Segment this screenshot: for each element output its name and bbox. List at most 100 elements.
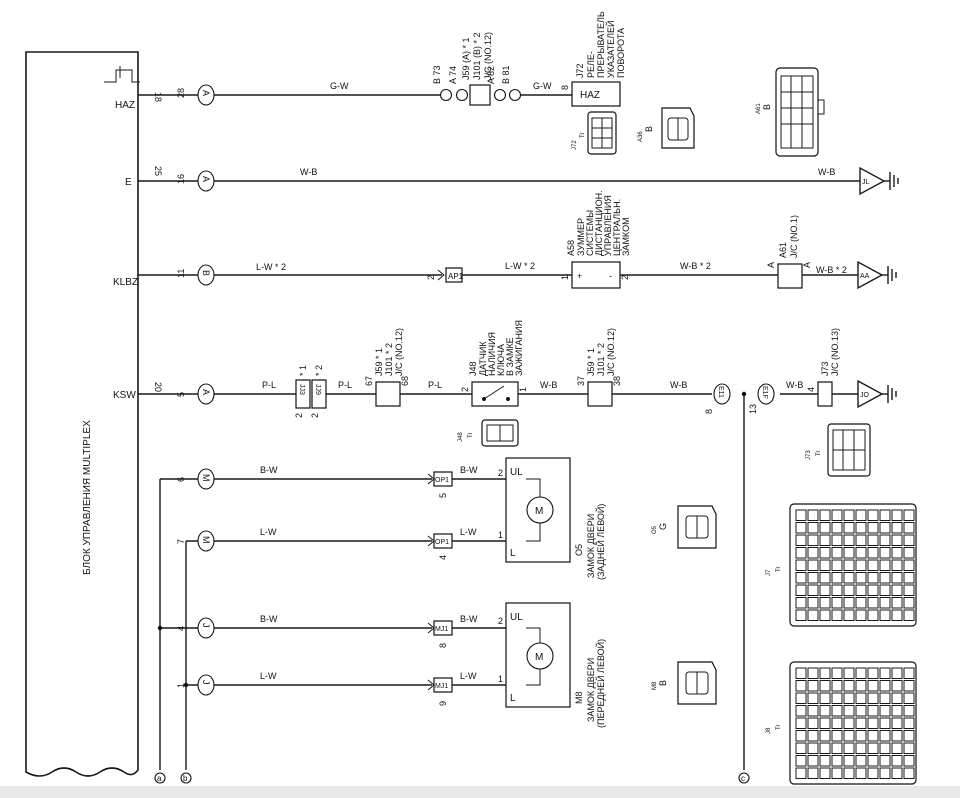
connector-pin-cell	[867, 559, 879, 571]
connector-pin-cell	[867, 755, 879, 767]
ksw-jc2-line2: J101 * 2	[596, 343, 606, 376]
face-a61-b: B	[762, 104, 772, 110]
connector-pin-cell	[819, 509, 831, 521]
front-wire-l: L-W	[460, 671, 477, 681]
connector-pin-cell	[867, 509, 879, 521]
connector-pin-cell	[903, 522, 915, 534]
connector-pin-cell	[819, 609, 831, 621]
klbz-buzzer-line1: ЗУММЕР	[576, 218, 586, 256]
conn-tag-row8: J	[201, 680, 211, 685]
ksw-jc2-line3: J/C (NO.12)	[606, 328, 616, 376]
connector-pin-cell	[807, 547, 819, 559]
ecu-pin-labels: HAZ E KLBZ KSW 18 25 20	[113, 92, 163, 401]
connector-pin-cell	[903, 742, 915, 754]
front-lock-line1: ЗАМОК ДВЕРИ	[586, 658, 596, 722]
connector-pin-cell	[795, 522, 807, 534]
ksw-switch-pin-l: 2	[460, 387, 470, 392]
conn-tag-row5: M	[201, 474, 211, 482]
connector-pin-cell	[891, 705, 903, 717]
ksw-conn-e11-pin: 8	[704, 409, 714, 414]
ksw-jj-pin2: 2	[310, 413, 320, 418]
ksw-jc2-line1: J59 * 1	[586, 348, 596, 376]
face-j7-tr: Tr	[776, 567, 782, 572]
pin-name-haz: HAZ	[115, 100, 135, 111]
connector-pin-cell	[867, 692, 879, 704]
connector-pin-cell	[843, 547, 855, 559]
connector-pin-cell	[795, 730, 807, 742]
connector-pin-cell	[855, 572, 867, 584]
connector-pin-cell	[807, 534, 819, 546]
klbz-buzzer-line5: ЦЕНТРАЛЬН.	[612, 199, 622, 256]
face-j7-code: J7	[766, 569, 772, 576]
connector-pin-cell	[891, 547, 903, 559]
haz-relay-line2: ПРЕРЫВАТЕЛЬ	[596, 11, 606, 78]
haz-wire-after: G-W	[533, 81, 552, 91]
connector-pin-cell	[903, 572, 915, 584]
face-j72-tr: Tr	[580, 133, 586, 138]
connector-pin-cell	[831, 584, 843, 596]
connector-pin-cell	[903, 609, 915, 621]
connector-pin-cell	[843, 755, 855, 767]
connector-pin-cell	[879, 767, 891, 779]
conn-num-row6: 7	[176, 539, 186, 544]
ksw-switch-line3: КЛЮЧА	[496, 344, 506, 376]
wire-e: W-B	[300, 167, 317, 177]
connector-pin-cell	[891, 609, 903, 621]
conn-tag-row7: J	[201, 623, 211, 628]
connector-pin-cell	[843, 717, 855, 729]
connector-pin-cell	[903, 767, 915, 779]
ksw-conn-e1f: E1F	[761, 386, 768, 399]
connector-pin-cell	[819, 572, 831, 584]
face-j73-code: J73	[806, 450, 812, 460]
connector-pin-cell	[855, 609, 867, 621]
connector-pin-cell	[855, 730, 867, 742]
connector-pin-cell	[807, 755, 819, 767]
connector-j48-face: J48 Tr	[458, 419, 519, 447]
ksw-jc1-pin-right: 68	[400, 376, 410, 386]
connector-pin-cell	[867, 717, 879, 729]
connector-pin-cell	[807, 767, 819, 779]
haz-relay-line3: УКАЗАТЕЛЕЙ	[605, 21, 616, 78]
connector-pin-cell	[819, 534, 831, 546]
ksw-jc2-pin-right: 38	[612, 376, 622, 386]
ksw-wire-6: W-B	[786, 380, 803, 390]
bus-markers: a b c	[154, 391, 750, 784]
connector-pin-cell	[843, 597, 855, 609]
connector-pin-cell	[795, 705, 807, 717]
connector-pin-cell	[843, 692, 855, 704]
haz-relay-line1: РЕЛЕ-	[586, 51, 596, 78]
connector-pin-cell	[903, 584, 915, 596]
pin-num-e: 25	[153, 166, 163, 176]
connector-pin-cell	[903, 597, 915, 609]
connector-pin-cell	[831, 767, 843, 779]
connector-pin-cell	[891, 597, 903, 609]
connector-pin-cell	[795, 534, 807, 546]
connector-pin-cell	[843, 767, 855, 779]
connector-pin-cell	[807, 509, 819, 521]
connector-pin-cell	[831, 609, 843, 621]
connector-pin-cell	[867, 609, 879, 621]
conn-tag-haz: A	[201, 90, 211, 96]
connector-pin-cell	[891, 742, 903, 754]
connector-pin-cell	[807, 730, 819, 742]
ksw-jc3-name: J/C (NO.13)	[830, 328, 840, 376]
front-conn-l-label: MJ1	[435, 683, 448, 690]
connector-a36-face: A36 B	[638, 107, 695, 149]
connector-pin-cell	[831, 692, 843, 704]
ksw-jj3: JJ3	[298, 384, 305, 395]
ksw-switch-line1: ДАТЧИК	[478, 341, 488, 376]
connector-pin-cell	[819, 755, 831, 767]
connector-pin-cell	[795, 755, 807, 767]
ksw-jj-star2: * 2	[314, 365, 324, 376]
face-j8-tr: Tr	[776, 725, 782, 730]
ksw-jj-star1: * 1	[298, 365, 308, 376]
haz-relay-box-label: HAZ	[580, 90, 600, 101]
front-pin-l: 1	[498, 674, 503, 684]
wire-row6: L-W	[260, 527, 277, 537]
klbz-wire-after: W-B * 2	[680, 261, 711, 271]
connector-pin-cell	[891, 522, 903, 534]
ksw-wire-5: W-B	[670, 380, 687, 390]
connector-pin-cell	[855, 534, 867, 546]
front-term-l: L	[510, 693, 516, 704]
